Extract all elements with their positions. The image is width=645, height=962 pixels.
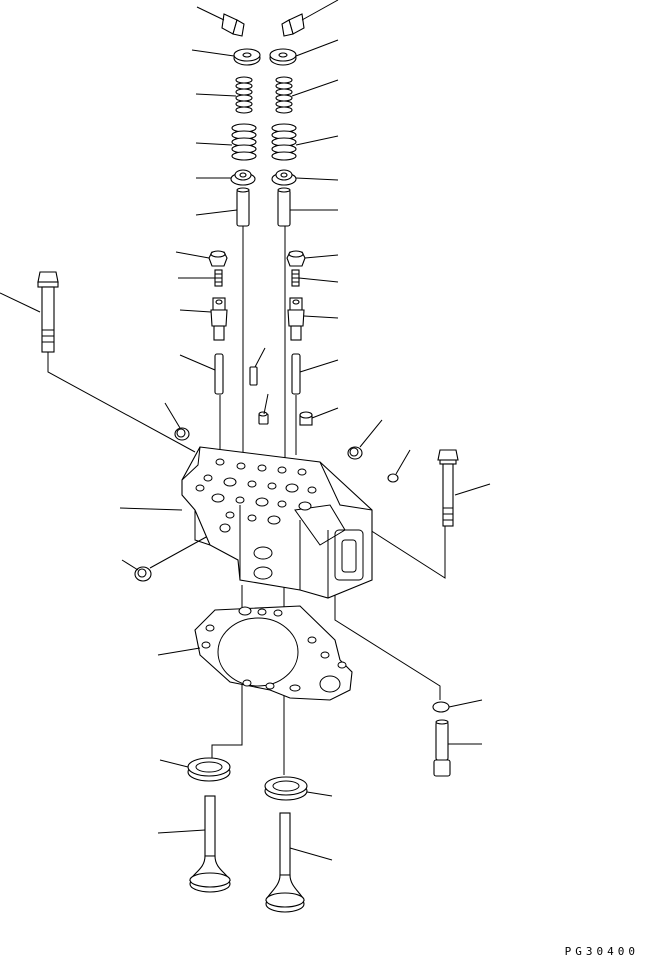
mounting-bolt-left: [37, 271, 59, 353]
valve-cotter-right: [281, 13, 305, 37]
crosshead-guide: [433, 719, 451, 777]
inner-spring-left: [235, 76, 253, 114]
valve-cotter-left: [221, 13, 245, 37]
small-plug: [258, 411, 269, 425]
guide-pin-left: [214, 353, 224, 395]
small-screw-plug: [387, 473, 399, 483]
head-gasket: [194, 605, 353, 701]
figure-code: PG30400: [564, 945, 639, 958]
spring-retainer-right: [269, 48, 297, 66]
valve-guide-left: [236, 187, 250, 227]
valve-seat-right: [264, 776, 308, 801]
inner-spring-right: [275, 76, 293, 114]
adjust-screw-right: [291, 269, 300, 287]
valve-guide-right: [277, 187, 291, 227]
leader-lines: [0, 0, 491, 861]
guide-pin-right: [291, 353, 301, 395]
side-plug: [134, 566, 152, 582]
expansion-plug-left: [174, 427, 190, 441]
valve-bridge-right: [287, 297, 305, 341]
valve-seat-left: [187, 757, 231, 782]
spring-retainer-left: [233, 48, 261, 66]
valve-right: [265, 812, 305, 913]
expansion-plug-right: [347, 446, 363, 460]
dowel-pin: [249, 366, 258, 386]
adjust-screw-left: [214, 269, 223, 287]
outer-spring-left: [231, 123, 257, 161]
nut-left: [208, 250, 228, 267]
cylinder-head: [181, 446, 373, 599]
outer-spring-right: [271, 123, 297, 161]
spring-seat-left: [230, 169, 256, 186]
valve-left: [189, 795, 231, 893]
cap-disc: [432, 701, 450, 713]
nut-right: [286, 250, 306, 267]
valve-bridge-left: [210, 297, 228, 341]
mounting-bolt-right: [437, 449, 459, 527]
spring-seat-right: [271, 169, 297, 186]
cap-plug-right: [299, 411, 313, 426]
